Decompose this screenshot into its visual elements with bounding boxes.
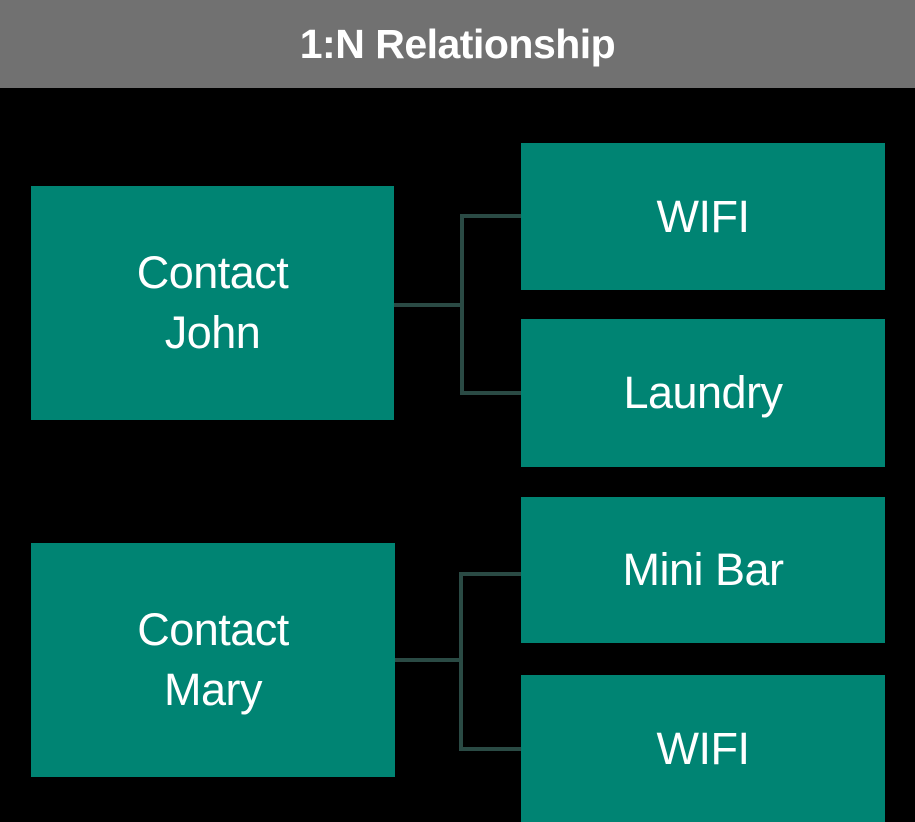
connector-mary-stub	[395, 658, 463, 662]
connector-john-vertical	[460, 214, 464, 395]
node-laundry-john: Laundry	[521, 319, 885, 467]
node-label-line: John	[164, 307, 261, 358]
header-band: 1:N Relationship	[0, 0, 915, 88]
page-title: 1:N Relationship	[299, 20, 616, 67]
node-label-line: Contact	[137, 604, 289, 655]
node-wifi-john: WIFI	[521, 143, 885, 290]
connector-mary-to-minibar	[459, 572, 521, 576]
connector-john-to-laundry	[460, 391, 521, 395]
connector-mary-vertical	[459, 572, 463, 751]
node-label: Mini Bar	[622, 544, 784, 595]
node-contact-john: Contact John	[31, 186, 394, 420]
connector-john-stub	[394, 303, 464, 307]
node-contact-mary: Contact Mary	[31, 543, 395, 777]
node-minibar-mary: Mini Bar	[521, 497, 885, 643]
node-label-line: Mary	[164, 664, 263, 715]
node-wifi-mary: WIFI	[521, 675, 885, 822]
node-label-line: Contact	[136, 247, 289, 298]
node-label: WIFI	[656, 722, 750, 774]
node-label: Laundry	[623, 367, 783, 418]
connector-john-to-wifi	[460, 214, 521, 218]
node-label: WIFI	[656, 190, 750, 242]
connector-mary-to-wifi	[459, 747, 521, 751]
